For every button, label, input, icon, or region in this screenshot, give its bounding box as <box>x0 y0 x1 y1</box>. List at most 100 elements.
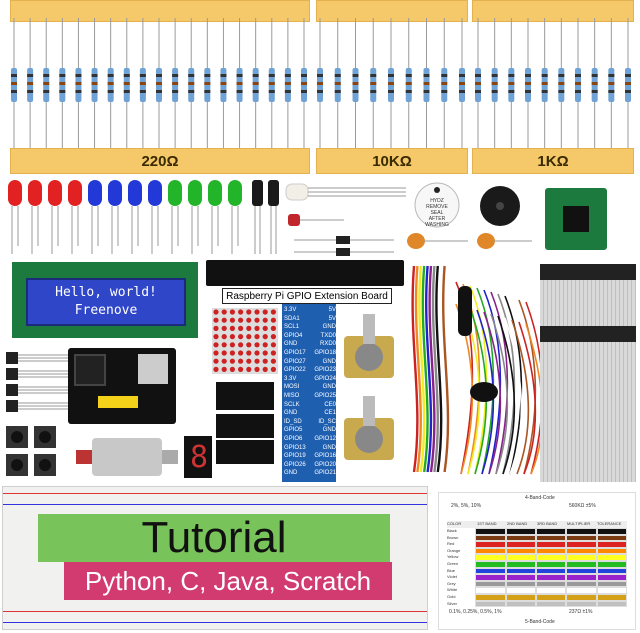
chart-swatch <box>505 547 536 555</box>
gpio-pin-label: GND <box>322 444 336 451</box>
chart-swatch <box>566 574 597 581</box>
resistor-label-10k: 10KΩ <box>372 152 412 170</box>
diode-2 <box>336 248 350 256</box>
chart-swatch <box>475 600 506 608</box>
gpio-pin-label: MOSI <box>284 384 300 391</box>
gpio-pin-label: CE0 <box>324 401 336 408</box>
matrix-dot <box>213 325 219 331</box>
matrix-dot <box>221 309 227 315</box>
matrix-dot <box>229 325 235 331</box>
gpio-pin-label: GND <box>322 384 336 391</box>
led-3 <box>68 180 82 206</box>
matrix-dot <box>270 334 276 340</box>
chart-swatch <box>535 580 567 588</box>
lcd-module: Hello, world! Freenove <box>12 262 198 338</box>
led-8 <box>168 180 182 206</box>
chart-swatch <box>596 587 627 594</box>
breadboard-rail-top <box>3 493 427 505</box>
buzzer-label-1: HYDZ <box>430 198 444 204</box>
matrix-dot <box>262 350 268 356</box>
battery-clip <box>470 382 498 402</box>
seven-segment-digit: 8 <box>190 440 209 475</box>
jumper-wire <box>490 291 509 475</box>
resistor-tape-220: 220Ω <box>10 148 310 174</box>
ribbon-wire <box>438 265 446 473</box>
resistor-label-220: 220Ω <box>141 152 179 170</box>
dc-jack-cable <box>458 286 472 336</box>
diode-1 <box>336 236 350 244</box>
chart-swatch <box>566 600 597 608</box>
rgb-led <box>285 183 309 201</box>
power-jumpers <box>98 396 138 408</box>
resistor-tape-10k: 10KΩ <box>316 148 468 174</box>
led-row <box>8 180 242 254</box>
ribbon-wire <box>421 265 429 473</box>
chart-header-cell: 1ST BAND <box>477 521 497 526</box>
transistor-3 <box>6 400 18 412</box>
chart-row: Green <box>447 560 627 568</box>
dc-motor <box>76 438 178 476</box>
chart-swatch <box>535 547 567 555</box>
resistor-label-1k: 1KΩ <box>537 152 569 170</box>
matrix-dot <box>221 366 227 372</box>
matrix-dot <box>270 317 276 323</box>
chart-swatch <box>475 554 506 561</box>
gpio-pin-label: GPIO12 <box>314 435 336 442</box>
jumper-wire <box>504 317 523 475</box>
matrix-dot <box>229 342 235 348</box>
jumper-wire <box>525 323 540 475</box>
chart-swatch <box>505 600 536 608</box>
chart-swatch <box>475 534 506 542</box>
matrix-dot <box>246 342 252 348</box>
buzzer-label-5: WASHING <box>425 222 449 228</box>
chart-swatch <box>535 528 567 535</box>
gpio-pin-label: GPIO19 <box>284 453 306 460</box>
chart-tolerance-top: 2%, 5%, 10% <box>451 503 482 509</box>
chart-example-bottom: 237Ω ±1% <box>569 609 593 615</box>
ribbon-connector-top <box>540 264 636 280</box>
gpio-pin-label: RXD0 <box>319 341 336 348</box>
chart-swatch <box>596 593 627 601</box>
resistor-tape-top-1 <box>10 0 310 22</box>
led-11 <box>228 180 242 206</box>
chart-row: Gold <box>447 593 627 601</box>
resistor-tape-1k: 1KΩ <box>472 148 634 174</box>
matrix-dot <box>229 309 235 315</box>
chart-swatch <box>535 600 567 608</box>
matrix-dot <box>246 317 252 323</box>
matrix-dot <box>254 358 260 364</box>
gpio-pin-label: 5V <box>328 307 336 313</box>
tutorial-title: Tutorial <box>141 513 287 562</box>
jumper-wire <box>511 297 530 475</box>
chart-swatch <box>475 580 506 588</box>
matrix-dot <box>270 366 276 372</box>
matrix-dot <box>254 334 260 340</box>
chart-swatch <box>596 560 627 568</box>
photoresistor <box>288 214 300 226</box>
led-dot-matrix <box>212 308 278 374</box>
chart-title-top: 4-Band-Code <box>525 495 555 501</box>
led-1 <box>28 180 42 206</box>
jumper-wires <box>411 265 540 475</box>
seven-segment-quad-1 <box>216 414 274 438</box>
matrix-dot <box>254 350 260 356</box>
gpio-pin-label: GPIO22 <box>284 367 306 374</box>
matrix-dot <box>213 342 219 348</box>
led-10 <box>208 180 222 206</box>
chart-swatch <box>535 574 567 581</box>
chart-row-color-name: Black <box>447 528 457 533</box>
gpio-pin-label: GPIO21 <box>314 470 336 477</box>
lcd-line-1: Hello, world! <box>55 285 157 300</box>
chart-header-cell: 2ND BAND <box>507 521 528 526</box>
gpio-board-title: Raspberry Pi GPIO Extension Board <box>222 288 392 304</box>
matrix-dot <box>213 334 219 340</box>
led-bar-graph <box>216 382 274 410</box>
gpio-pin-label: GND <box>322 358 336 365</box>
chart-row-color-name: Green <box>447 560 459 566</box>
resistor-tape-top-2 <box>316 0 468 22</box>
chart-row: Orange <box>447 547 627 555</box>
jumper-wire <box>469 285 488 475</box>
chart-swatch <box>566 580 597 588</box>
